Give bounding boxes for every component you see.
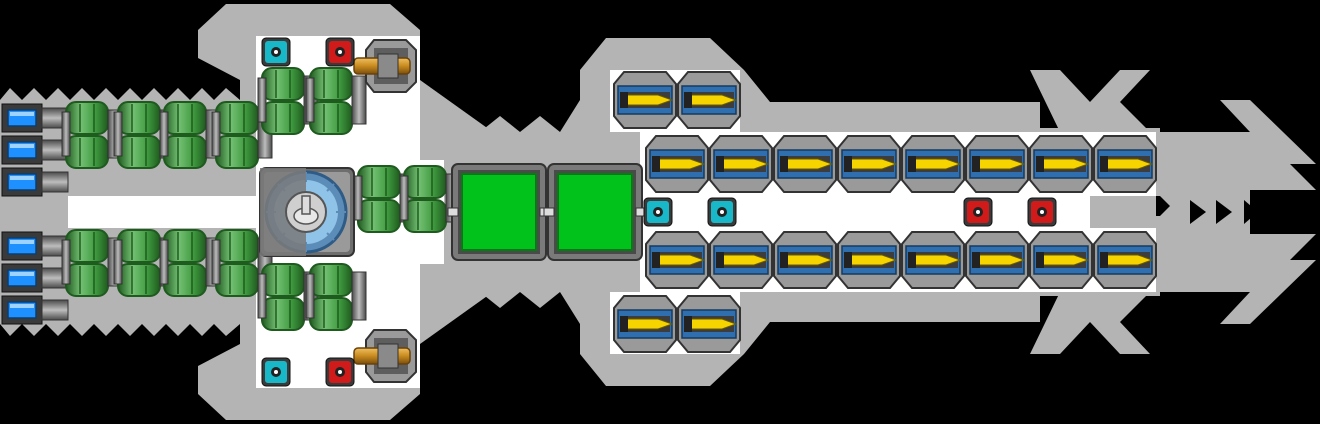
red-node-icon: [325, 357, 355, 387]
cannon-turret-icon: [353, 39, 417, 93]
cargo-container-icon: [543, 163, 647, 261]
missile-launcher-icon: [613, 71, 677, 129]
missile-launcher-icon: [709, 231, 773, 289]
thruster-icon: [1, 167, 69, 197]
missile-launcher-icon: [645, 135, 709, 193]
cyan-node-icon: [261, 357, 291, 387]
missile-launchers: [613, 71, 1157, 353]
missile-launcher-icon: [1029, 135, 1093, 193]
generator-icon: [305, 263, 367, 331]
missile-launcher-icon: [901, 135, 965, 193]
cyan-node-icon: [643, 197, 673, 227]
missile-launcher-icon: [965, 231, 1029, 289]
thruster-icon: [1, 103, 69, 133]
cargo-containers: [447, 163, 647, 261]
thruster-bank: [1, 103, 69, 325]
generator-icon: [211, 101, 273, 169]
thruster-icon: [1, 263, 69, 293]
cyan-node-icon: [261, 37, 291, 67]
missile-launcher-icon: [1029, 231, 1093, 289]
thruster-icon: [1, 135, 69, 165]
reactor-core-icon: [259, 167, 355, 257]
red-node-icon: [1027, 197, 1057, 227]
thruster-icon: [1, 295, 69, 325]
missile-launcher-icon: [773, 135, 837, 193]
generator-icon: [305, 67, 367, 135]
missile-launcher-icon: [773, 231, 837, 289]
red-node-icon: [325, 37, 355, 67]
missile-launcher-icon: [709, 135, 773, 193]
cannon-turrets: [353, 39, 417, 383]
missile-launcher-icon: [1093, 135, 1157, 193]
control-nodes: [261, 37, 1057, 387]
missile-launcher-icon: [837, 135, 901, 193]
cargo-container-icon: [447, 163, 551, 261]
missile-launcher-icon: [965, 135, 1029, 193]
thruster-icon: [1, 231, 69, 261]
missile-launcher-icon: [677, 71, 741, 129]
missile-launcher-icon: [645, 231, 709, 289]
missile-launcher-icon: [901, 231, 965, 289]
missile-launcher-icon: [613, 295, 677, 353]
red-node-icon: [963, 197, 993, 227]
missile-launcher-icon: [677, 295, 741, 353]
missile-launcher-icon: [837, 231, 901, 289]
cannon-turret-icon: [353, 329, 417, 383]
cyan-node-icon: [707, 197, 737, 227]
generator-modules: [61, 67, 461, 331]
missile-launcher-icon: [1093, 231, 1157, 289]
